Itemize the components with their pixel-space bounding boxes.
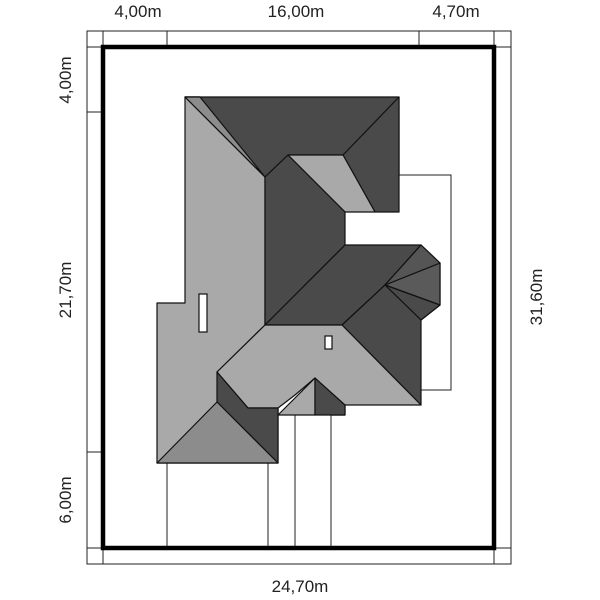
- dim-left-middle: 21,70m: [56, 262, 75, 319]
- dim-top-right: 4,70m: [432, 2, 479, 21]
- roof-north-hip: [184, 96, 266, 178]
- chimney-west: [198, 293, 208, 333]
- dim-right: 31,60m: [527, 269, 546, 326]
- dim-top-left: 4,00m: [114, 2, 161, 21]
- dim-left-top: 4,00m: [56, 56, 75, 103]
- roof-porch-east: [314, 377, 346, 416]
- path-lines: [166, 415, 332, 546]
- roof-garage-gable: [156, 401, 279, 464]
- roof: [156, 96, 441, 464]
- dim-left-bottom: 6,00m: [56, 476, 75, 523]
- outer-frame: [86, 30, 512, 565]
- roof-garage-side: [216, 371, 279, 464]
- terrace-outline: [398, 174, 452, 391]
- dim-top-center: 16,00m: [268, 2, 325, 21]
- dim-bottom: 24,70m: [272, 577, 329, 596]
- chimney-center: [324, 335, 333, 350]
- roof-central-west: [264, 154, 346, 326]
- roof-bay-facet-3: [384, 244, 441, 286]
